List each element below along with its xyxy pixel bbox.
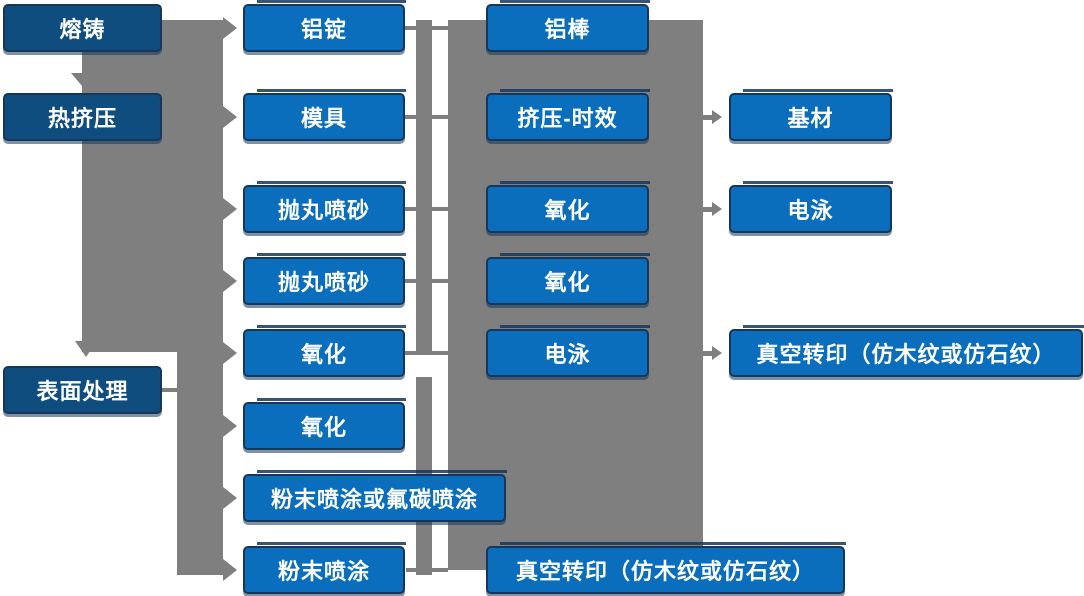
node-mold: 模具 (243, 89, 406, 141)
cross-link (406, 568, 448, 572)
node-label: 抛丸喷砂 (277, 198, 370, 223)
node-aluminum-rod: 铝棒 (486, 0, 650, 52)
arrow-right-icon (712, 346, 722, 360)
node-extrusion-aging: 挤压-时效 (486, 89, 650, 141)
node-electrophoresis-2: 电泳 (729, 181, 893, 233)
node-shot-blasting-2: 抛丸喷砂 (243, 253, 406, 305)
node-label: 电泳 (544, 342, 591, 367)
node-label: 铝锭 (300, 17, 347, 42)
node-label: 铝棒 (544, 17, 591, 42)
surface-treatment-stub (162, 388, 177, 392)
left-trunk-wide (82, 20, 223, 352)
arrow-right-icon (223, 559, 237, 581)
arrow-right-icon (223, 415, 237, 437)
node-powder-coating: 粉末喷涂 (243, 542, 406, 594)
cross-link (405, 207, 448, 211)
node-oxidation-3: 氧化 (486, 181, 650, 233)
node-label: 熔铸 (59, 17, 106, 42)
node-melting-casting: 熔铸 (3, 4, 162, 52)
arrow-right-icon (712, 110, 722, 124)
node-electrophoresis-1: 电泳 (486, 325, 650, 377)
node-label: 模具 (300, 106, 347, 131)
cross-link (405, 115, 448, 119)
node-label: 真空转印（仿木纹或仿石纹） (515, 559, 815, 584)
node-oxidation-4: 氧化 (486, 253, 650, 305)
node-powder-or-fluorocarbon-coating: 粉末喷涂或氟碳喷涂 (243, 470, 507, 522)
node-label: 挤压-时效 (517, 106, 618, 131)
arrow-right-icon (223, 17, 237, 39)
node-label: 粉末喷涂或氟碳喷涂 (270, 487, 478, 512)
arrow-right-icon (223, 106, 237, 128)
node-label: 氧化 (300, 342, 347, 367)
node-label: 抛丸喷砂 (277, 270, 370, 295)
node-label: 氧化 (544, 198, 591, 223)
node-oxidation-1: 氧化 (243, 325, 406, 377)
arrow-right-icon (223, 198, 237, 220)
node-label: 氧化 (300, 415, 347, 440)
node-vacuum-transfer-1: 真空转印（仿木纹或仿石纹） (486, 542, 846, 594)
left-trunk-narrow (177, 352, 223, 575)
node-oxidation-2: 氧化 (243, 398, 406, 450)
node-label: 电泳 (787, 198, 834, 223)
node-label: 真空转印（仿木纹或仿石纹） (756, 342, 1056, 367)
cross-link (405, 351, 448, 355)
node-label: 粉末喷涂 (277, 559, 370, 584)
node-surface-treatment: 表面处理 (3, 366, 162, 414)
node-aluminum-ingot: 铝锭 (243, 0, 406, 52)
arrow-shaft (703, 115, 712, 120)
arrow-shaft (703, 351, 712, 356)
mid-collector-bar-upper (416, 20, 432, 353)
arrow-right-icon (223, 342, 237, 364)
cross-link (405, 26, 448, 30)
node-shot-blasting-1: 抛丸喷砂 (243, 181, 406, 233)
node-label: 氧化 (544, 270, 591, 295)
arrow-right-icon (223, 270, 237, 292)
arrow-shaft (703, 207, 712, 212)
node-substrate: 基材 (729, 89, 893, 141)
arrow-right-icon (712, 202, 722, 216)
node-hot-extrusion: 热挤压 (3, 93, 162, 141)
arrow-right-icon (223, 487, 237, 509)
node-label: 表面处理 (36, 379, 129, 404)
node-vacuum-transfer-2: 真空转印（仿木纹或仿石纹） (729, 325, 1084, 377)
node-label: 基材 (787, 106, 834, 131)
arrow-down-icon (71, 73, 93, 86)
cross-link (405, 279, 448, 283)
arrow-down-icon (75, 341, 97, 357)
node-label: 热挤压 (47, 106, 117, 131)
